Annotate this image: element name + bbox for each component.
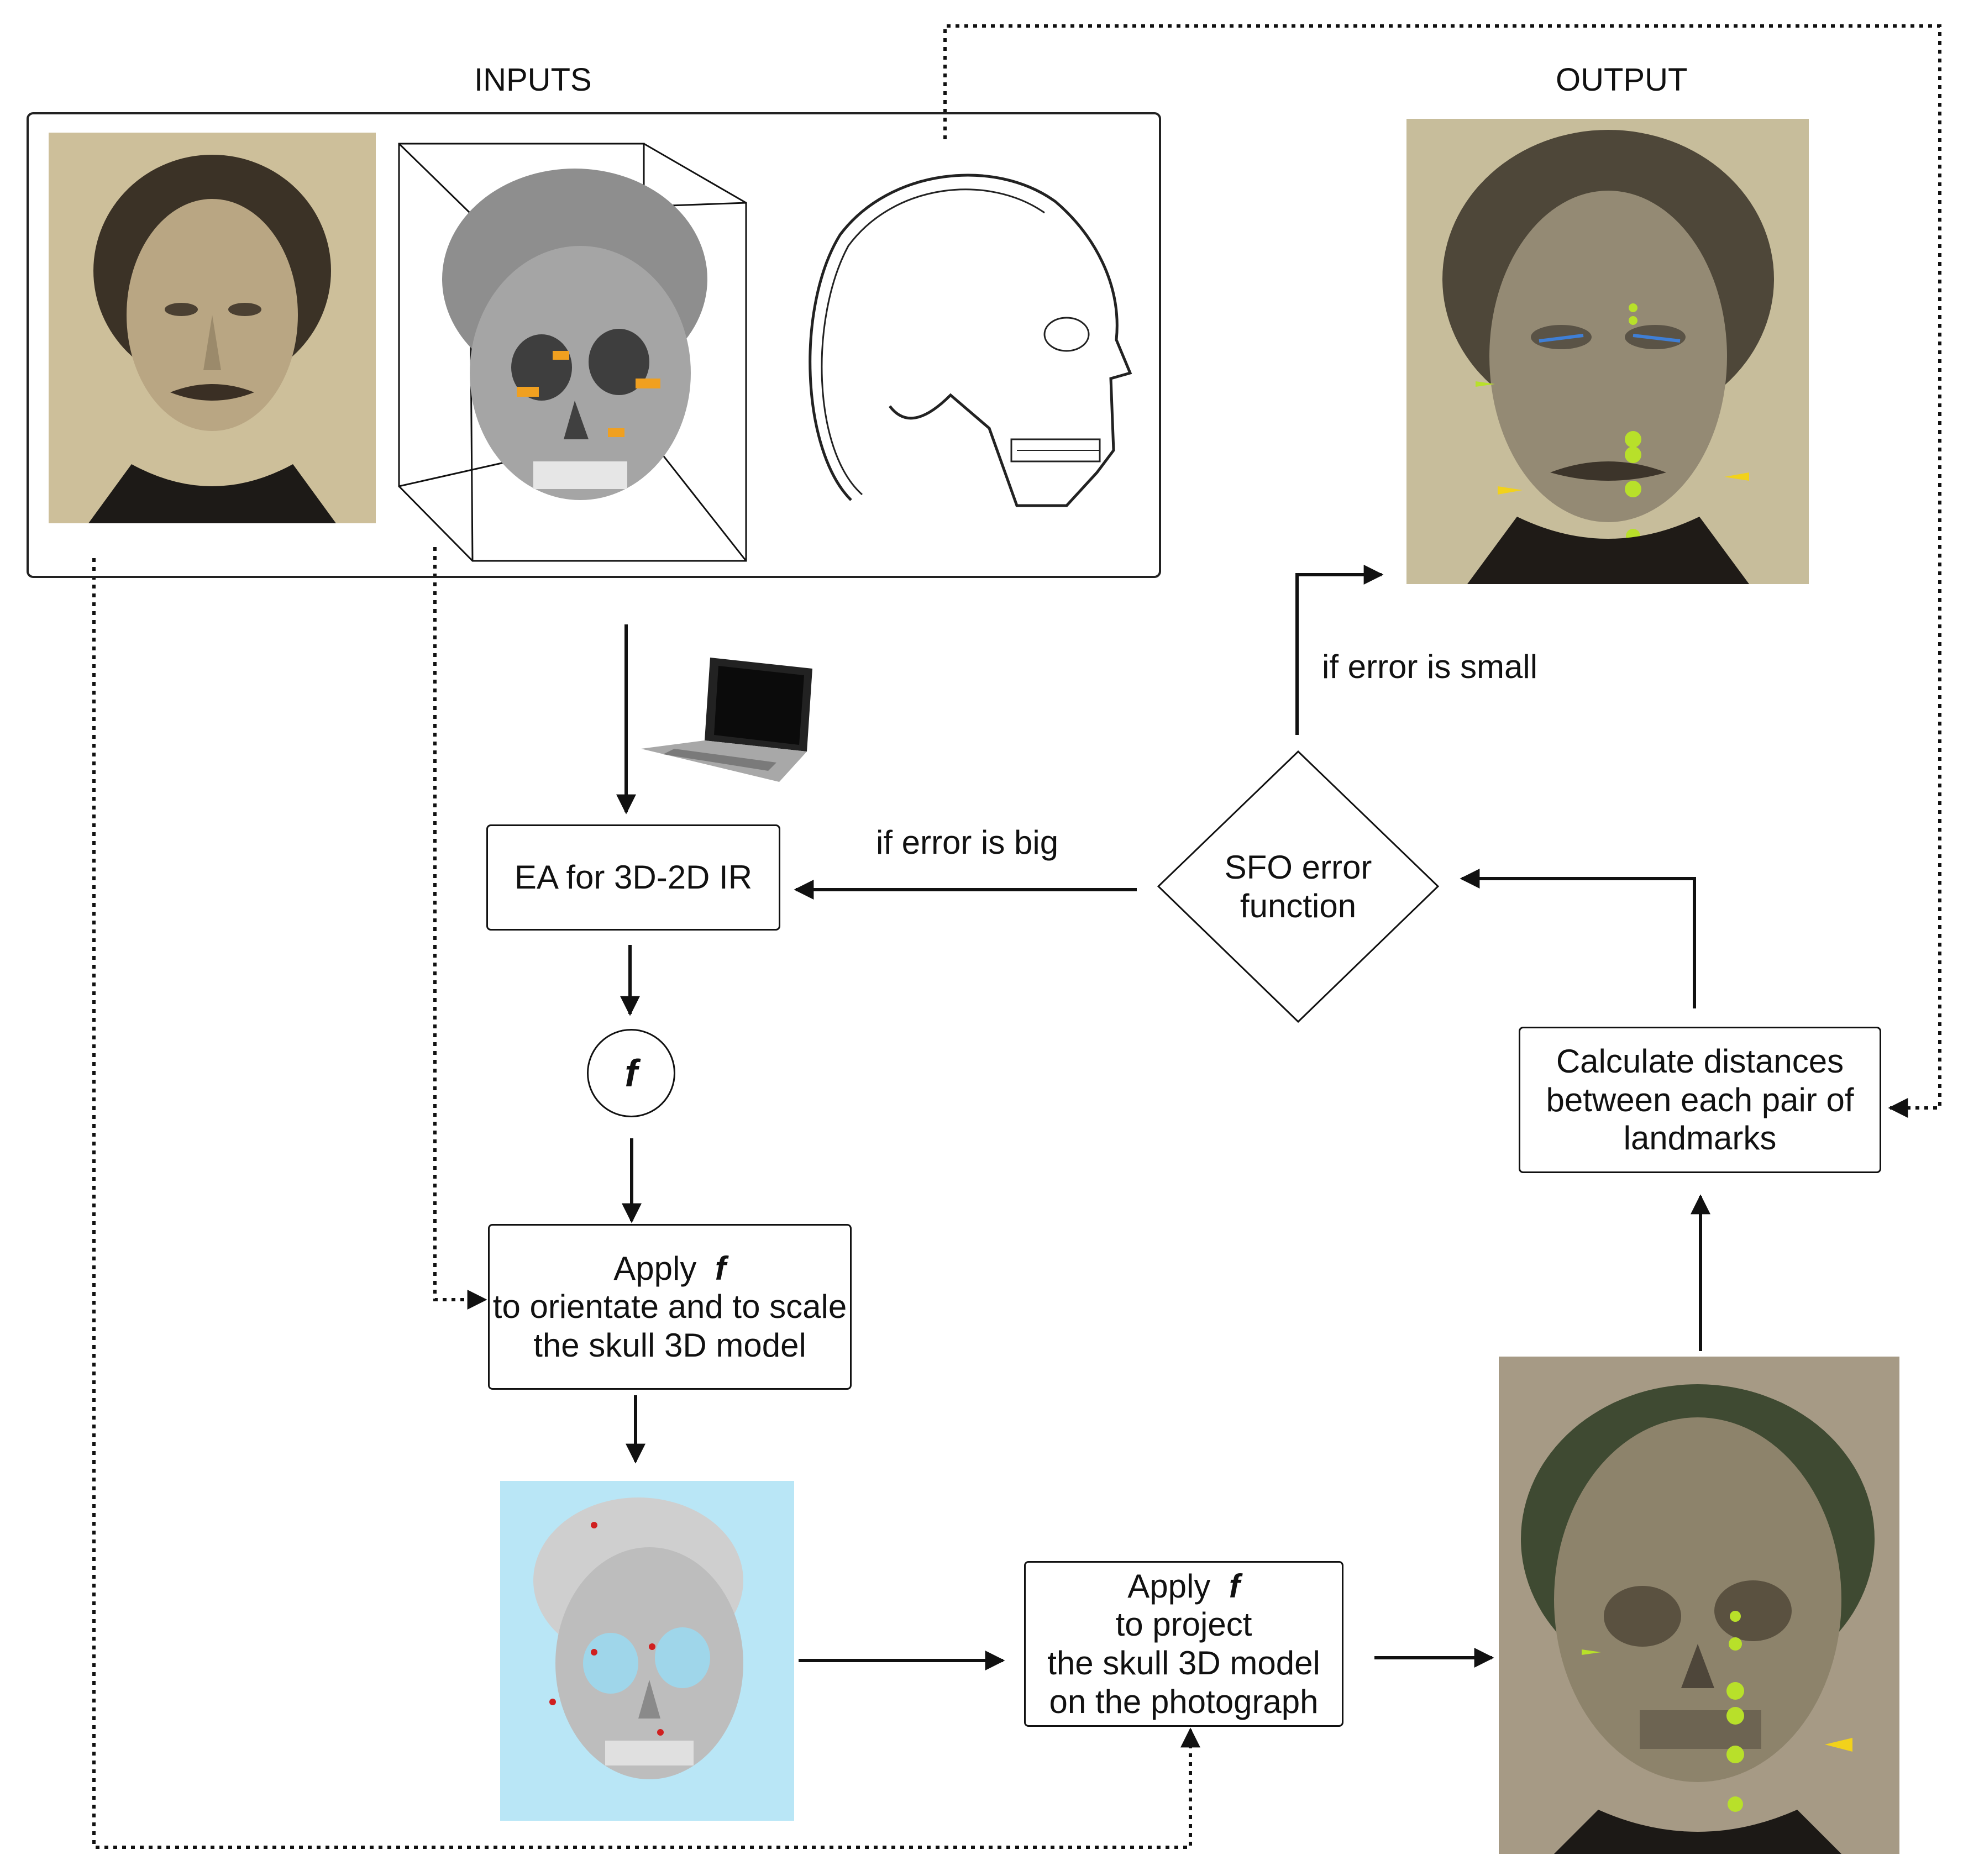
skull-model-icon [398,143,747,562]
apply-project-line4: on the photograph [1049,1683,1319,1720]
apply-project-line1: Apply [1127,1567,1211,1605]
dotted-skull-to-apply-orient [433,547,487,1310]
skull-oriented-image [500,1481,794,1821]
superimposition-image [1499,1357,1899,1854]
portrait-photo [49,133,376,523]
apply-project-line2: to project [1115,1606,1252,1643]
output-heading: OUTPUT [1556,62,1688,98]
inputs-heading: INPUTS [474,62,592,98]
sfo-line2: function [1240,887,1357,924]
skull-lateral-drawing [809,174,1132,507]
arrow-calc-to-sfo [1460,869,1696,1008]
calc-line3: landmarks [1623,1120,1777,1157]
apply-orient-line2: to orientate and to scale [492,1288,847,1326]
apply-orient-f: f [715,1249,726,1287]
sfo-line1: SFO error [1224,848,1372,886]
calc-line2: between each pair of [1546,1081,1854,1118]
output-superimposition-image [1406,119,1809,584]
ea-label: EA for 3D-2D IR [514,859,753,896]
f-symbol: f [624,1052,638,1095]
apply-project-box: Apply f to project the skull 3D model on… [1024,1561,1343,1727]
inputs-panel [27,112,1161,578]
f-node: f [587,1029,675,1117]
sfo-diamond [1157,750,1440,1023]
apply-orient-line1: Apply [613,1249,697,1287]
calc-line1: Calculate distances [1556,1043,1844,1080]
laptop-icon [641,658,812,782]
apply-orient-box: Apply f to orientate and to scale the sk… [488,1224,852,1390]
apply-orient-line3: the skull 3D model [533,1326,806,1364]
ea-box: EA for 3D-2D IR [486,824,780,931]
sfo-label: SFO error function [1157,750,1440,1023]
edge-label-error-big: if error is big [876,824,1059,861]
arrow-sfo-to-output [1295,565,1384,735]
edge-label-error-small: if error is small [1322,648,1538,685]
dotted-inputs-to-calc [943,24,1941,1118]
apply-project-f: f [1229,1567,1240,1605]
apply-project-line3: the skull 3D model [1047,1644,1320,1681]
calc-distances-box: Calculate distances between each pair of… [1519,1027,1881,1173]
